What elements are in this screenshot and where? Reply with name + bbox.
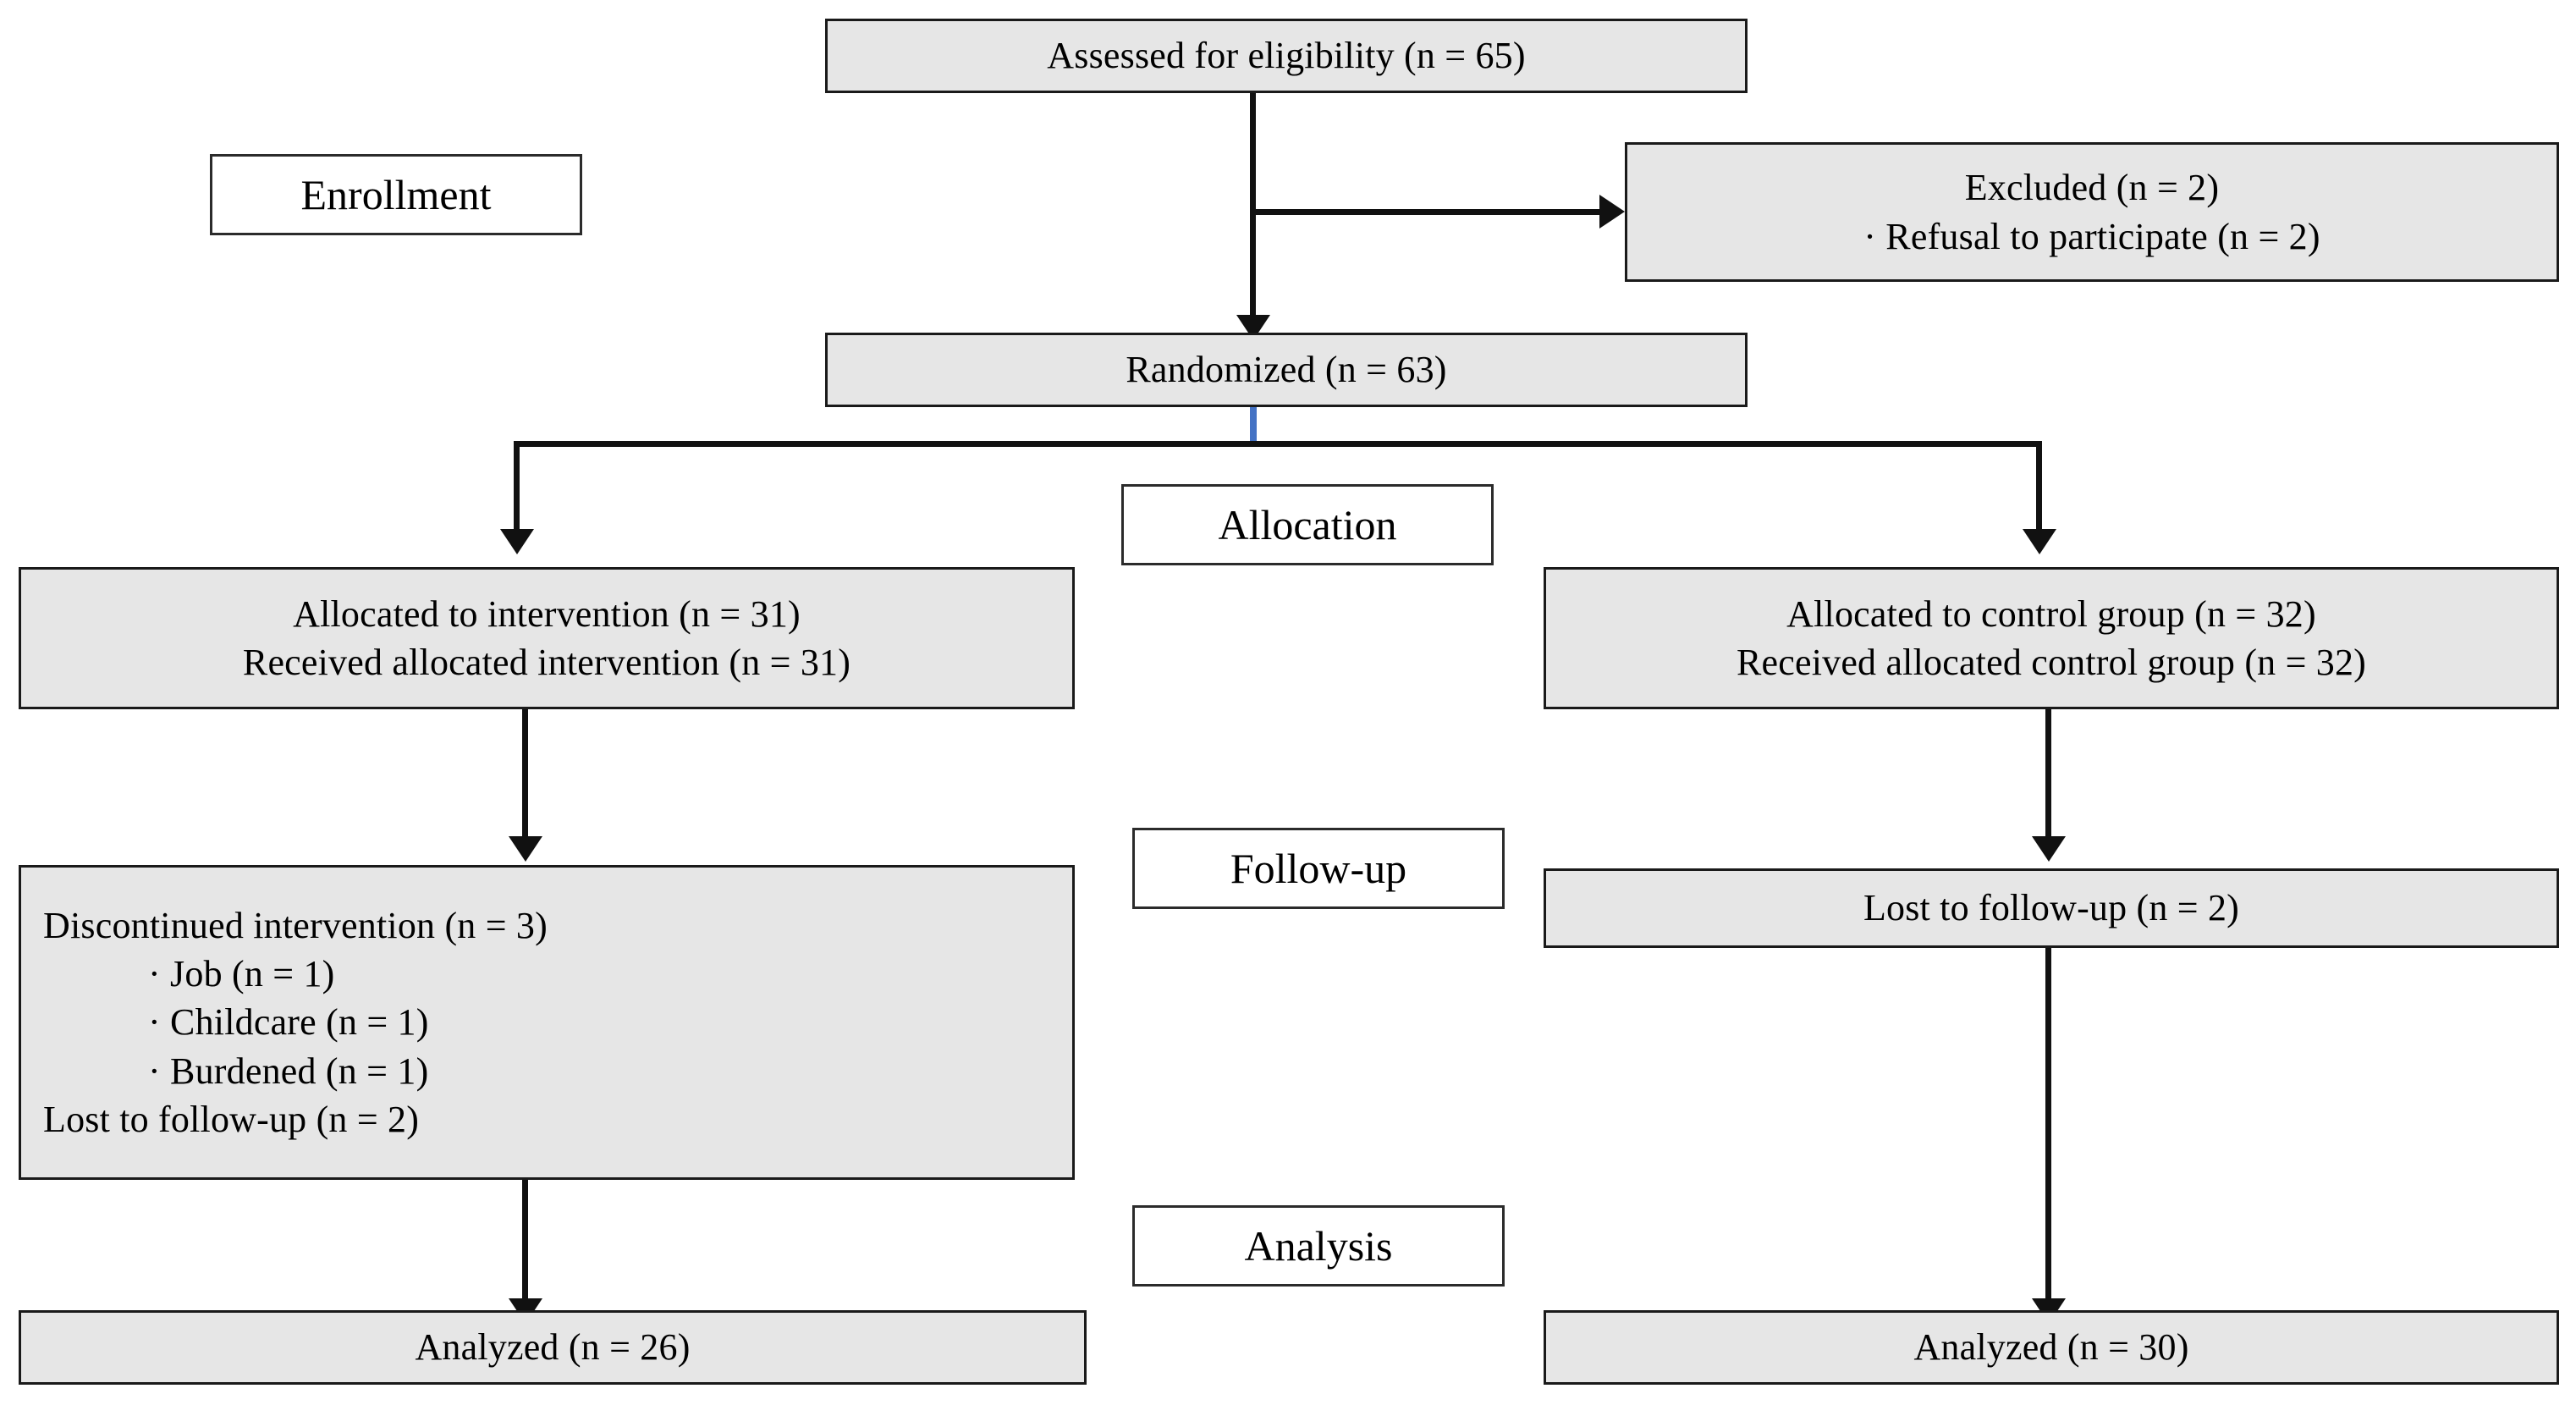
connector-allocation-split-bar bbox=[514, 441, 2042, 447]
connector-split-to-intervention bbox=[514, 441, 520, 534]
connector-assessed-to-randomized bbox=[1250, 93, 1256, 320]
node-analyzed-control-line-1: Analyzed (n = 30) bbox=[1913, 1326, 2189, 1369]
node-assessed-for-eligibility: Assessed for eligibility (n = 65) bbox=[825, 19, 1748, 93]
stage-label-allocation-text: Allocation bbox=[1218, 501, 1397, 548]
arrowhead-assessed-to-excluded bbox=[1599, 195, 1625, 229]
node-followup-control-line-1: Lost to follow-up (n = 2) bbox=[1863, 887, 2240, 929]
node-analyzed-intervention-line-1: Analyzed (n = 26) bbox=[415, 1326, 691, 1369]
connector-intervention-alloc-to-followup bbox=[522, 709, 528, 840]
node-allocated-control-line-2: Received allocated control group (n = 32… bbox=[1736, 642, 2367, 683]
node-allocated-control: Allocated to control group (n = 32) Rece… bbox=[1544, 567, 2559, 709]
connector-assessed-to-excluded bbox=[1250, 209, 1604, 215]
node-followup-intervention-line-1: Discontinued intervention (n = 3) bbox=[43, 905, 548, 947]
connector-randomized-split-stem bbox=[1250, 407, 1257, 447]
node-followup-intervention-line-5: Lost to follow-up (n = 2) bbox=[43, 1098, 420, 1140]
arrowhead-intervention-alloc-to-followup bbox=[509, 836, 542, 862]
stage-label-followup-text: Follow-up bbox=[1230, 845, 1407, 892]
node-analyzed-intervention: Analyzed (n = 26) bbox=[19, 1310, 1087, 1385]
node-followup-intervention-line-4: · Burdened (n = 1) bbox=[148, 1050, 429, 1092]
arrowhead-split-to-intervention bbox=[500, 529, 534, 554]
connector-control-alloc-to-followup bbox=[2045, 709, 2051, 840]
node-randomized-line-1: Randomized (n = 63) bbox=[1126, 349, 1447, 391]
node-followup-intervention-line-2: · Job (n = 1) bbox=[148, 953, 335, 995]
stage-label-enrollment-text: Enrollment bbox=[300, 171, 492, 218]
stage-label-allocation: Allocation bbox=[1121, 484, 1494, 565]
arrowhead-split-to-control bbox=[2023, 529, 2056, 554]
node-excluded: Excluded (n = 2) · Refusal to participat… bbox=[1625, 142, 2559, 282]
connector-intervention-followup-to-analysis bbox=[522, 1180, 528, 1303]
node-followup-control: Lost to follow-up (n = 2) bbox=[1544, 868, 2559, 948]
stage-label-analysis-text: Analysis bbox=[1244, 1222, 1393, 1270]
node-followup-intervention-line-3: · Childcare (n = 1) bbox=[148, 1001, 429, 1044]
connector-split-to-control bbox=[2036, 441, 2042, 534]
arrowhead-control-alloc-to-followup bbox=[2032, 836, 2066, 862]
node-followup-intervention: Discontinued intervention (n = 3) · Job … bbox=[19, 865, 1075, 1180]
node-allocated-intervention-line-1: Allocated to intervention (n = 31) bbox=[293, 592, 801, 635]
node-allocated-control-line-1: Allocated to control group (n = 32) bbox=[1786, 592, 2316, 635]
stage-label-followup: Follow-up bbox=[1132, 828, 1505, 909]
stage-label-analysis: Analysis bbox=[1132, 1205, 1505, 1287]
node-excluded-line-1: Excluded (n = 2) bbox=[1964, 167, 2220, 209]
stage-label-enrollment: Enrollment bbox=[210, 154, 582, 235]
node-allocated-intervention: Allocated to intervention (n = 31) Recei… bbox=[19, 567, 1075, 709]
connector-control-followup-to-analysis bbox=[2045, 948, 2051, 1303]
node-excluded-line-2: · Refusal to participate (n = 2) bbox=[1863, 215, 2320, 257]
node-allocated-intervention-line-2: Received allocated intervention (n = 31) bbox=[242, 642, 851, 683]
node-assessed-line-1: Assessed for eligibility (n = 65) bbox=[1047, 35, 1526, 77]
node-randomized: Randomized (n = 63) bbox=[825, 333, 1748, 407]
node-analyzed-control: Analyzed (n = 30) bbox=[1544, 1310, 2559, 1385]
